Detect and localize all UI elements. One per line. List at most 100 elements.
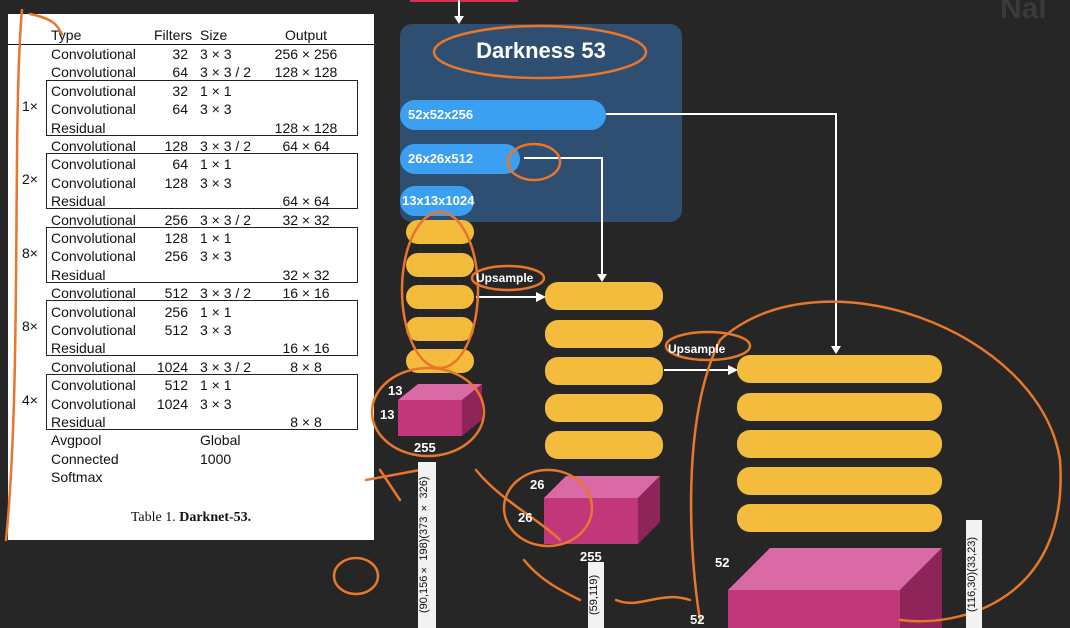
- multiplier-1: 1×: [22, 98, 38, 114]
- residual-group-3: [46, 227, 358, 283]
- residual-group-4: [46, 300, 358, 356]
- cell-type: Convolutional: [51, 395, 136, 412]
- cell-filters: 256: [164, 211, 188, 228]
- cell-type: Convolutional: [51, 64, 136, 81]
- table-row: Convolutional 32 3 × 3 256 × 256: [8, 45, 374, 63]
- feature-map-26: 26x26x512: [400, 144, 520, 174]
- cell-output: 8 × 8: [290, 414, 322, 430]
- cell-filters: 1024: [156, 395, 188, 412]
- table-row: Avgpool Global: [8, 431, 374, 449]
- handwritten-annotations: [4, 8, 1062, 623]
- upsample-label-1: Upsample: [476, 271, 534, 285]
- header-size: Size: [200, 27, 228, 43]
- cell-type: Convolutional: [51, 138, 136, 154]
- cell-filters: 1024: [156, 358, 188, 375]
- table-row: Residual 16 × 16: [8, 339, 374, 357]
- cell-filters: 256: [164, 303, 188, 320]
- cell-size: Global: [200, 432, 241, 449]
- cell-filters: 256: [164, 248, 188, 265]
- cell-type: Residual: [51, 119, 106, 136]
- cell-size: 3 × 3: [200, 46, 232, 62]
- cell-size: 3 × 3 / 2: [200, 64, 251, 81]
- cell-type: Convolutional: [51, 82, 136, 99]
- table-row: Convolutional 256 1 × 1: [8, 303, 374, 321]
- conv-block-52-5: [737, 504, 942, 532]
- conv-block-52-3: [737, 430, 942, 458]
- table-row: Residual 128 × 128: [8, 119, 374, 137]
- backbone-title: Darkness 53: [476, 38, 606, 63]
- conv-block-52-2: [737, 393, 942, 421]
- cube26-height: 26: [530, 477, 545, 492]
- table-row: Residual 8 × 8: [8, 413, 374, 431]
- cell-size: 3 × 3 / 2: [200, 358, 251, 375]
- cell-size: 1 × 1: [200, 230, 232, 246]
- cell-output: 128 × 128: [274, 119, 338, 136]
- cell-type: Connected: [51, 450, 119, 467]
- conv-block-26-4: [545, 394, 663, 422]
- cell-output: 256 × 256: [274, 46, 338, 62]
- cube13-width: 13: [380, 407, 395, 422]
- cell-filters: 512: [164, 322, 188, 338]
- multiplier-2: 2×: [22, 171, 38, 187]
- cell-size: 3 × 3: [200, 322, 232, 338]
- cell-type: Convolutional: [51, 358, 136, 375]
- conv-block-26-5: [545, 431, 663, 459]
- table-header: Type Filters Size Output: [8, 26, 374, 45]
- cell-filters: 64: [172, 64, 188, 81]
- cell-type: Convolutional: [51, 285, 136, 302]
- conv-block-13-1: [406, 220, 474, 244]
- arrow-heads: [454, 16, 841, 375]
- cell-type: Residual: [51, 414, 106, 430]
- conv-block-13-3: [406, 285, 474, 309]
- anchor-label-26: (59,119): [588, 562, 604, 628]
- cell-output: 16 × 16: [282, 340, 330, 357]
- cube52-width: 52: [690, 612, 705, 627]
- conv-block-52-4: [737, 467, 942, 495]
- feature-map-52: 52x52x256: [400, 100, 606, 130]
- cell-type: Convolutional: [51, 211, 136, 228]
- cell-filters: 32: [172, 46, 188, 62]
- cube13-height: 13: [388, 383, 403, 398]
- cell-type: Convolutional: [51, 322, 136, 338]
- header-type: Type: [51, 27, 82, 43]
- cube13-depth: 255: [414, 440, 436, 455]
- cell-type: Avgpool: [51, 432, 102, 449]
- cell-type: Residual: [51, 266, 106, 283]
- cell-size: 3 × 3: [200, 248, 232, 265]
- cube26-width: 26: [518, 510, 533, 525]
- cell-output: 64 × 64: [282, 193, 330, 210]
- top-connector-bar: [410, 0, 518, 2]
- cell-size: 1 × 1: [200, 377, 232, 394]
- cell-filters: 64: [172, 156, 188, 173]
- cell-type: Convolutional: [51, 303, 136, 320]
- cell-size: 3 × 3 / 2: [200, 211, 251, 228]
- cell-type: Convolutional: [51, 46, 136, 62]
- cell-size: 1 × 1: [200, 303, 232, 320]
- residual-group-2: [46, 153, 358, 209]
- cell-type: Convolutional: [51, 377, 136, 394]
- flow-arrows: [458, 0, 837, 371]
- cell-type: Residual: [51, 340, 106, 357]
- cell-type: Convolutional: [51, 248, 136, 265]
- cell-size: 3 × 3 / 2: [200, 138, 251, 154]
- table-row: Convolutional 512 3 × 3: [8, 321, 374, 339]
- cell-type: Convolutional: [51, 156, 136, 173]
- table-caption: Table 1. Darknet-53.: [130, 510, 252, 525]
- cell-type: Softmax: [51, 469, 103, 486]
- cell-filters: 128: [164, 230, 188, 246]
- conv-block-13-4: [406, 317, 474, 341]
- table-row: Convolutional 256 3 × 3: [8, 247, 374, 265]
